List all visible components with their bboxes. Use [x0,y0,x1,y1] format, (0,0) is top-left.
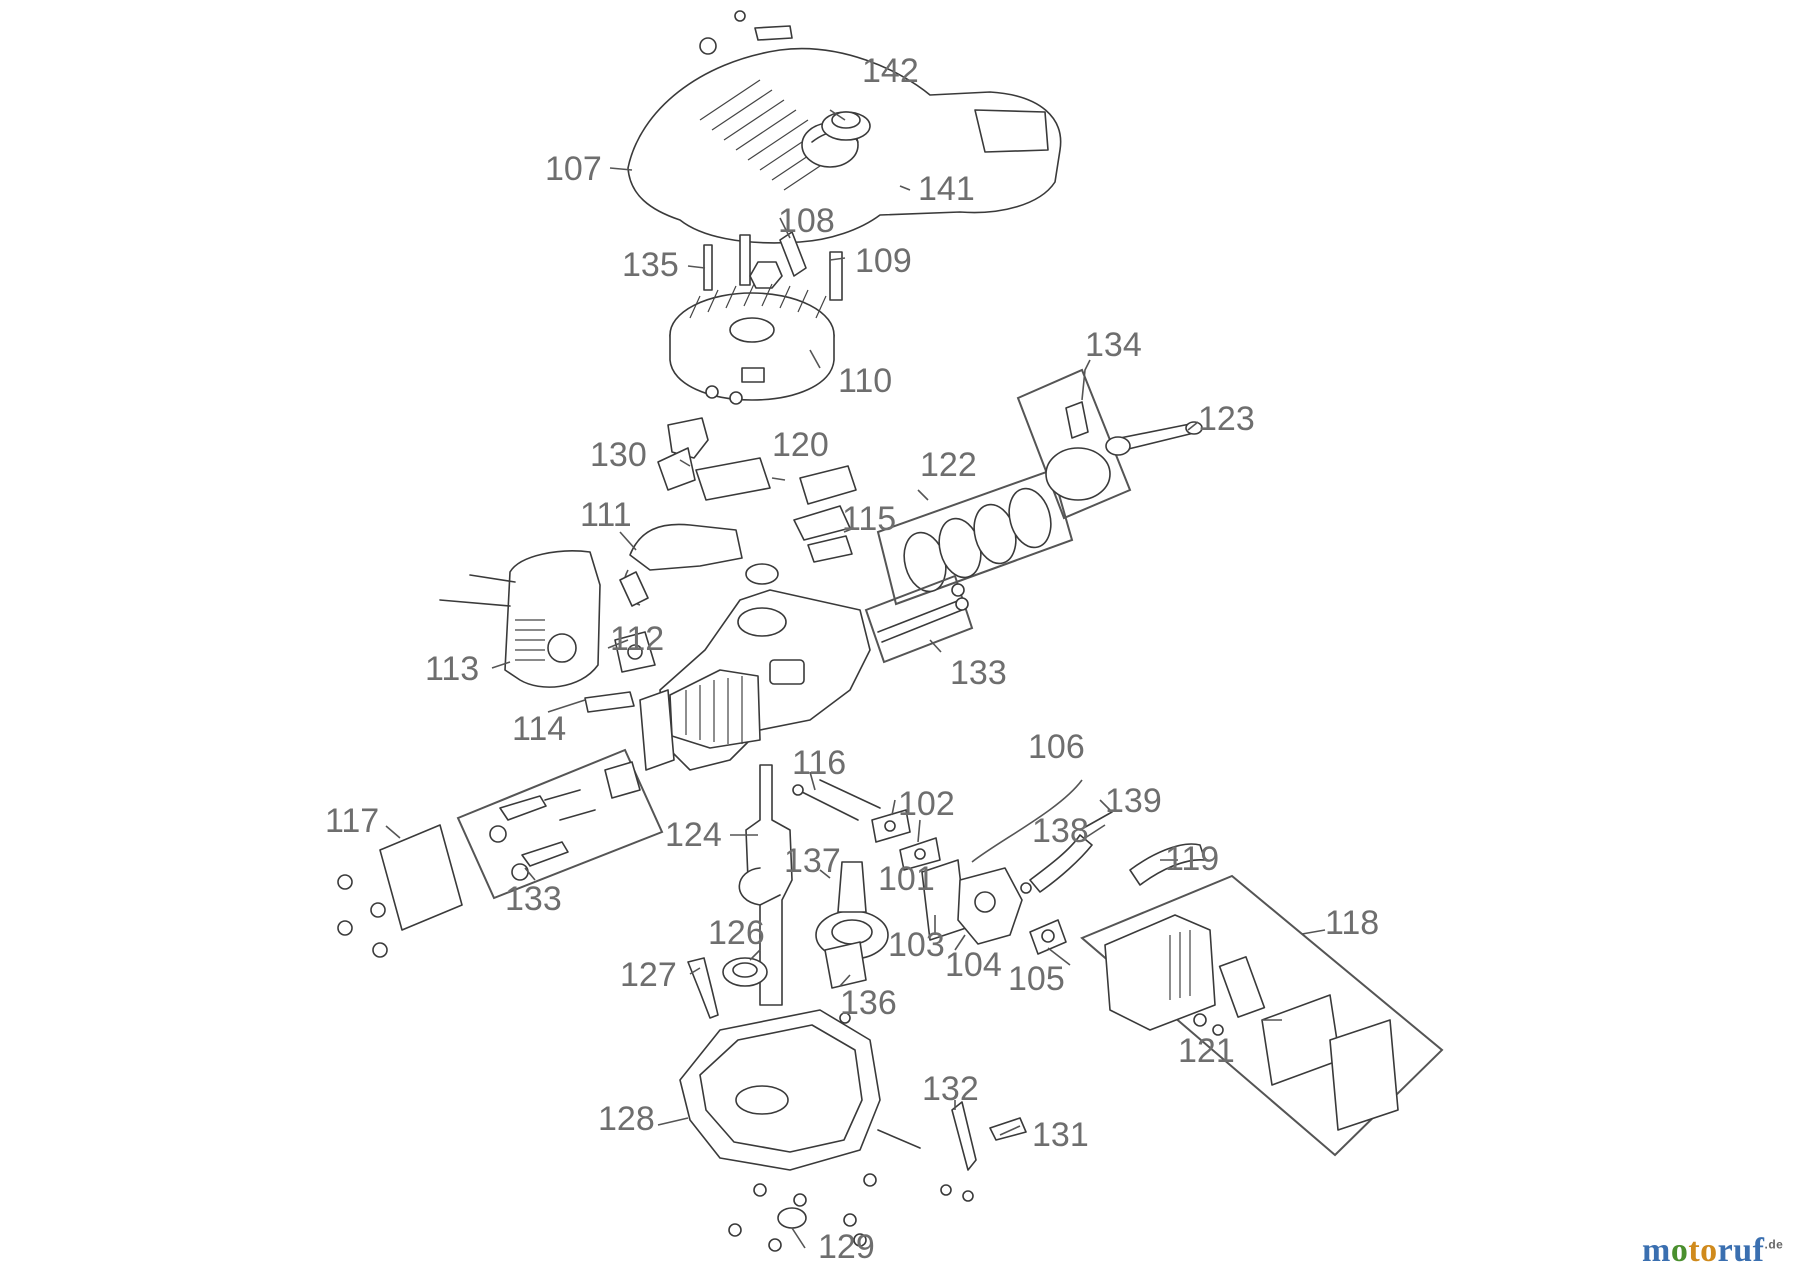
callout-121: 121 [1178,1032,1235,1070]
push-rods [864,574,974,664]
callout-141: 141 [918,170,975,208]
flywheel [669,283,835,405]
callout-138: 138 [1032,812,1089,850]
crankcase [639,589,871,771]
callout-122: 122 [920,446,977,484]
callout-103: 103 [888,926,945,964]
callout-132: 132 [922,1070,979,1108]
callout-101: 101 [878,860,935,898]
air-filter-gasket [1029,919,1067,955]
callout-115: 115 [842,500,896,538]
callout-107: 107 [545,150,602,188]
valve-cover [337,824,463,958]
long-bolts [792,779,881,821]
callout-123: 123 [1198,400,1255,438]
callout-139: 139 [1105,782,1162,820]
muffler [439,550,656,688]
callout-108: 108 [778,202,835,240]
callout-127: 127 [620,956,677,994]
callout-126: 126 [708,914,765,952]
brackets [657,417,857,563]
piston-rings [876,468,1074,606]
callout-133-lower: 133 [505,880,562,918]
callout-134: 134 [1085,326,1142,364]
callout-117: 117 [325,802,379,840]
air-filter-assembly [1080,874,1444,1157]
crankshaft [738,764,793,1006]
callout-137: 137 [784,842,841,880]
callout-119: 119 [1165,840,1219,878]
callout-118: 118 [1325,904,1379,942]
callout-133-upper: 133 [950,654,1007,692]
crankcase-cover [679,1009,881,1171]
callout-110: 110 [838,362,892,400]
callout-104: 104 [945,946,1002,984]
motoruf-logo: motoruf.de [1642,1232,1784,1269]
callout-124: 124 [665,816,722,854]
governor-parts [687,941,867,1019]
callout-131: 131 [1032,1116,1089,1154]
callout-128: 128 [598,1100,655,1138]
callout-136: 136 [840,984,897,1022]
sump-bolts [728,1173,877,1252]
callout-111: 111 [580,496,632,534]
carburetor [957,779,1083,945]
hoses [1020,811,1206,894]
callout-labels: 101 102 103 104 105 106 107 108 109 110 … [325,52,1379,1266]
leader-lines [385,109,1326,1249]
callout-135: 135 [622,246,679,284]
callout-113: 113 [425,650,479,688]
callout-102: 102 [898,785,955,823]
ignition-coil [619,523,779,607]
callout-120: 120 [772,426,829,464]
callout-106: 106 [1028,728,1085,766]
callout-142: 142 [862,52,919,90]
callout-112: 112 [610,620,664,658]
spark-plug [584,691,635,713]
camshaft-gear [815,861,889,960]
intake-gaskets [871,809,967,941]
callout-114: 114 [512,710,566,748]
callout-129: 129 [818,1228,875,1266]
piston-assembly [1016,368,1203,520]
rocker-arms [456,748,664,900]
callout-130: 130 [590,436,647,474]
studs [703,231,843,301]
callout-105: 105 [1008,960,1065,998]
callout-109: 109 [855,242,912,280]
fan-cover [627,10,1062,244]
throttle-linkage [877,1101,1027,1202]
callout-116: 116 [792,744,846,782]
